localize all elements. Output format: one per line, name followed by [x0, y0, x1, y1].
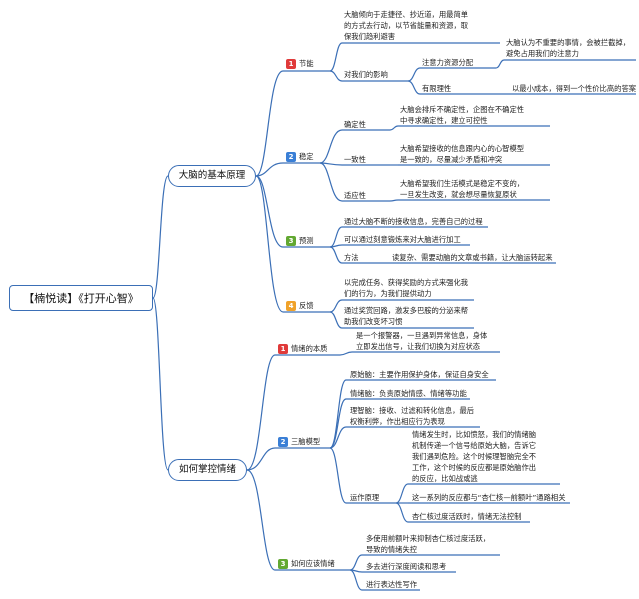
- link-b1-item1: [255, 70, 284, 177]
- principle-detail-line4: 工作，这个时候的反应都是原始脑作出: [412, 463, 537, 472]
- brain-emotional: 情绪脑：负责原始情感、情绪等功能: [350, 389, 467, 398]
- principle-detail-line3: 我们遇到危险。这个时候理智脑完全不: [412, 452, 537, 461]
- link-attention-detail: [495, 59, 505, 69]
- feedback-line2a: 通过奖赏回路，激发多巴胺的分泌来帮: [344, 306, 469, 315]
- adaptability-detail-line1: 大脑希望我们生活模式是稳定不变的，: [400, 179, 525, 188]
- principle-detail-line1: 情绪发生时，比如愤怒，我们的情绪脑: [412, 430, 537, 439]
- link-b2-item2: [246, 447, 276, 471]
- brain-primitive: 原始脑：主要作用保护身体，保证自身安全: [350, 370, 489, 379]
- topic-energy-saving[interactable]: 节能: [299, 59, 314, 68]
- link-i4-line1: [329, 299, 343, 313]
- link-p3: [395, 502, 409, 523]
- link-certainty-detail: [389, 125, 399, 131]
- link-b2i3-l3: [349, 569, 363, 591]
- topic-impact[interactable]: 对我们的影响: [344, 70, 388, 79]
- consistency-detail-line2: 是一致的，尽量减少矛盾和冲突: [400, 155, 503, 164]
- topic-handle-emotions[interactable]: 如何应该情绪: [291, 559, 335, 568]
- topic-certainty[interactable]: 确定性: [344, 120, 366, 129]
- link-b1-item2: [255, 162, 284, 177]
- topic-feedback[interactable]: 反馈: [299, 301, 314, 310]
- priority-3-icon: 3: [286, 236, 296, 246]
- link-root-branch1: [152, 175, 169, 299]
- method-detail: 读复杂、需要动脑的文章或书籍，让大脑运转起来: [392, 253, 553, 262]
- feedback-line1b: 们的行为，为我们提供动力: [344, 289, 432, 298]
- consistency-detail-line1: 大脑希望接收的信息跟内心的心智模型: [400, 144, 525, 153]
- link-b1-item3: [255, 175, 284, 248]
- link-brain2: [329, 398, 347, 449]
- link-i3-method: [329, 246, 343, 264]
- attention-detail-line1: 大脑认为不重要的事情，会被拦截掉，: [506, 38, 631, 47]
- handle-line3: 进行表达性写作: [366, 580, 418, 589]
- priority-3-icon: 3: [278, 559, 288, 569]
- priority-1-icon: 1: [286, 59, 296, 69]
- link-b2-item3: [246, 469, 276, 571]
- principle-detail-line5: 的反应，比如战或逃: [412, 474, 478, 483]
- link-adaptability: [319, 162, 343, 202]
- certainty-detail-line1: 大脑会排斥不确定性，企图在不确定性: [400, 105, 525, 114]
- topic-limited-rationality[interactable]: 有限理性: [422, 84, 452, 93]
- link-b2i1-detail: [339, 351, 353, 356]
- link-brain3: [329, 426, 347, 449]
- root-topic[interactable]: 【楠悦读】《打开心智》: [9, 285, 153, 311]
- principle-amygdala-pathway: 这一系列的反应都与“杏仁核—前额叶”通路相关: [412, 493, 566, 502]
- emotion-nature-line1: 是一个报警器，一旦遇到异常信息，身体: [356, 331, 488, 340]
- link-limited: [407, 80, 421, 95]
- energy-intro-line2: 的方式去行动，以节省能量和资源，取: [344, 21, 469, 30]
- brain-rational-line2: 权衡利弊，作出相应行为表现: [350, 417, 445, 426]
- energy-intro-line3: 保我们趋利避害: [344, 32, 396, 41]
- handle-line2: 多去进行深度阅读和思考: [366, 562, 447, 571]
- branch-control-emotions[interactable]: 如何掌控情绪: [168, 459, 247, 481]
- branch-brain-principles[interactable]: 大脑的基本原理: [168, 165, 256, 187]
- feedback-line1a: 以完成任务、获得奖励的方式来强化我: [344, 278, 469, 287]
- topic-method[interactable]: 方法: [344, 253, 359, 262]
- topic-operating-principle[interactable]: 运作原理: [350, 493, 380, 502]
- prediction-line1: 通过大脑不断的接收信息，完善自己的过程: [344, 217, 483, 226]
- principle-amygdala-overactive: 杏仁核过度活跃时，情绪无法控制: [412, 512, 522, 521]
- link-b2-item1: [246, 354, 276, 471]
- handle-line1b: 导致的情绪失控: [366, 545, 418, 554]
- priority-2-icon: 2: [278, 437, 288, 447]
- energy-intro-line1: 大脑倾向于走捷径、抄近道，用最简单: [344, 10, 469, 19]
- priority-2-icon: 2: [286, 152, 296, 162]
- link-attention: [407, 67, 421, 82]
- handle-line1a: 多使用前额叶来抑制杏仁核过度活跃，: [366, 534, 491, 543]
- topic-stability[interactable]: 稳定: [299, 152, 314, 161]
- link-root-branch2: [152, 297, 169, 471]
- prediction-line2: 可以通过刻意锻炼来对大脑进行加工: [344, 235, 461, 244]
- adaptability-detail-line2: 一旦发生改变，就会想尽量恢复原状: [400, 190, 517, 199]
- link-principle: [329, 447, 347, 504]
- link-i3-line1: [329, 226, 343, 248]
- link-b2i3-l1: [349, 554, 363, 571]
- brain-rational-line1: 理智脑：接收、过滤和转化信息，最后: [350, 406, 475, 415]
- emotion-nature-line2: 立即发出信号，让我们切换为对应状态: [356, 342, 481, 351]
- link-p1: [395, 483, 409, 504]
- topic-emotion-nature[interactable]: 情绪的本质: [291, 344, 328, 353]
- link-i1-sub: [329, 70, 343, 82]
- limited-detail: 以最小成本，得到一个性价比高的答案: [512, 84, 637, 93]
- link-adaptability-detail: [389, 199, 399, 202]
- attention-detail-line2: 避免占用我们的注意力: [506, 49, 579, 58]
- topic-prediction[interactable]: 预测: [299, 236, 314, 245]
- topic-attention[interactable]: 注意力资源分配: [422, 58, 474, 67]
- feedback-line2b: 助我们改变坏习惯: [344, 317, 403, 326]
- topic-adaptability[interactable]: 适应性: [344, 191, 366, 200]
- link-b1-item4: [255, 175, 284, 313]
- certainty-detail-line2: 中寻求确定性，建立可控性: [400, 116, 488, 125]
- priority-1-icon: 1: [278, 344, 288, 354]
- principle-detail-line2: 机制传递一个信号给原始大脑，告诉它: [412, 441, 537, 450]
- link-i1-intro: [329, 42, 343, 72]
- link-certainty: [319, 129, 343, 164]
- priority-4-icon: 4: [286, 301, 296, 311]
- topic-consistency[interactable]: 一致性: [344, 155, 366, 164]
- topic-triune-brain[interactable]: 三脑模型: [291, 437, 321, 446]
- link-i4-line2: [329, 311, 343, 329]
